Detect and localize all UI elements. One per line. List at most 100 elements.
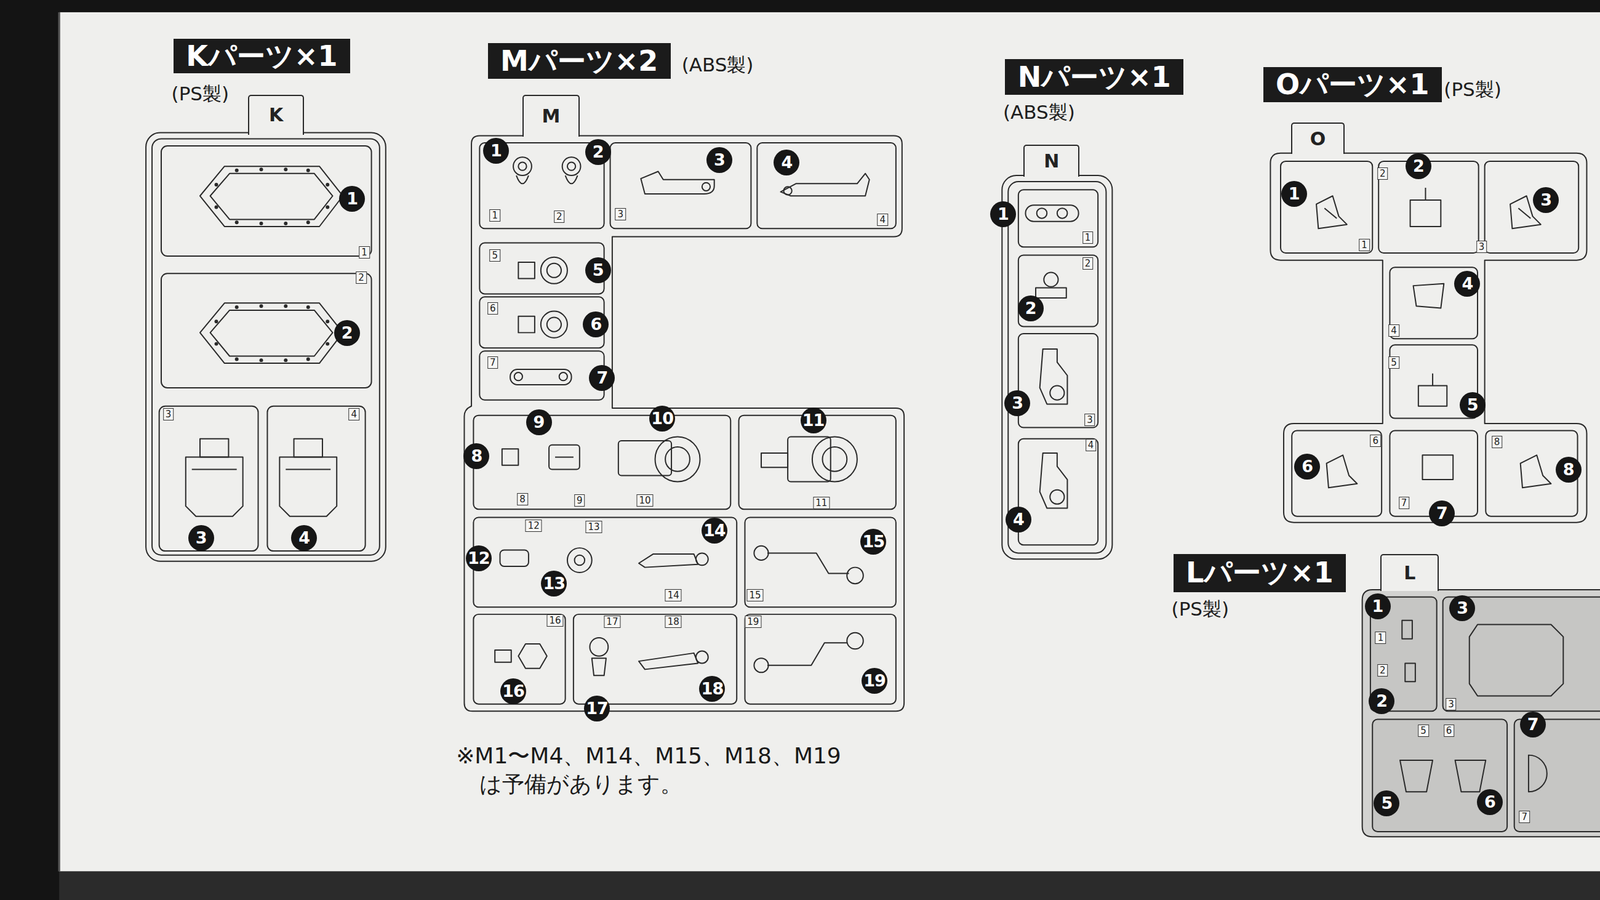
part-k2 xyxy=(306,305,311,309)
runner-o xyxy=(1484,161,1580,253)
gate-number: 2 xyxy=(1377,664,1389,677)
m-parts xyxy=(812,436,858,482)
callout-number: 1 xyxy=(339,185,365,212)
runner-k xyxy=(159,406,259,551)
runner-tab: N xyxy=(1023,144,1080,176)
callout-number: 15 xyxy=(860,528,887,555)
gate-number: 16 xyxy=(546,614,564,627)
part-k1 xyxy=(210,173,333,220)
m-parts xyxy=(822,446,847,472)
part-k1 xyxy=(283,221,288,226)
part-k1 xyxy=(306,168,311,173)
runner-tab: O xyxy=(1291,122,1346,154)
l-parts xyxy=(1528,755,1548,792)
runner-m xyxy=(473,614,565,704)
m-parts xyxy=(567,547,592,573)
o-parts xyxy=(1410,200,1442,227)
callout-number: 7 xyxy=(1520,711,1546,738)
m-parts xyxy=(761,452,788,468)
part-k2 xyxy=(200,302,343,364)
gate-number: 8 xyxy=(516,492,528,506)
m-parts xyxy=(500,549,529,567)
runner-o xyxy=(1270,153,1587,523)
sheet-ground xyxy=(59,871,1600,900)
gate-number: 5 xyxy=(489,249,501,262)
callout-number: 11 xyxy=(800,407,827,434)
m-parts xyxy=(494,156,870,676)
callout-number: 4 xyxy=(1005,506,1032,533)
heading-text: Lパーツ×1 xyxy=(1185,553,1334,592)
part-k1 xyxy=(214,182,219,187)
gate-number: 5 xyxy=(1417,724,1429,737)
callout-number: 1 xyxy=(1364,593,1391,620)
m-parts xyxy=(592,657,607,676)
n-parts xyxy=(1036,208,1048,219)
gate-number: 18 xyxy=(665,615,682,628)
runner-m xyxy=(756,142,896,229)
part-k3 xyxy=(192,468,237,470)
m-parts xyxy=(494,649,512,663)
gate-number: 4 xyxy=(877,213,889,226)
callout-number: 2 xyxy=(1405,153,1432,180)
m-parts xyxy=(665,446,690,472)
m-parts xyxy=(753,657,768,672)
sheet-heading: Lパーツ×1 xyxy=(1173,553,1346,592)
callout-number: 7 xyxy=(1428,500,1455,527)
m-parts xyxy=(787,436,831,482)
part-k4 xyxy=(294,438,323,458)
gate-number: 6 xyxy=(1369,434,1381,447)
callout-number: 16 xyxy=(500,678,527,704)
gate-number: 17 xyxy=(603,615,621,628)
runner-o xyxy=(1291,430,1382,517)
runner-tab: M xyxy=(522,94,580,137)
callout-number: 3 xyxy=(1532,187,1559,213)
o-parts xyxy=(1316,195,1348,229)
callout-number: 13 xyxy=(540,570,567,597)
n-parts xyxy=(1043,272,1058,287)
runner-o xyxy=(1270,153,1587,523)
part-k1 xyxy=(325,205,330,210)
runner-n xyxy=(1001,175,1112,559)
m-parts xyxy=(565,175,578,184)
m-parts xyxy=(846,632,864,650)
gate-number: 7 xyxy=(1519,810,1531,823)
gate-number: 2 xyxy=(1082,257,1094,270)
m-parts xyxy=(767,552,850,573)
o-parts xyxy=(1413,283,1445,309)
runner-tab: L xyxy=(1380,553,1439,591)
m-parts xyxy=(655,436,701,482)
m-parts xyxy=(589,637,608,656)
part-k2 xyxy=(325,342,330,346)
gate-number: 6 xyxy=(487,302,499,315)
n-parts xyxy=(1035,287,1067,298)
part-k2 xyxy=(210,310,333,357)
part-k1 xyxy=(283,167,288,172)
callout-number: 4 xyxy=(773,149,800,176)
callout-number: 2 xyxy=(585,139,612,165)
m-parts xyxy=(514,372,523,381)
o-parts xyxy=(1324,208,1337,219)
sheet-heading: Mパーツ×2 xyxy=(488,43,671,79)
part-k2 xyxy=(235,305,239,309)
part-k4 xyxy=(279,438,337,517)
m-parts xyxy=(846,567,864,584)
o-parts xyxy=(1422,454,1453,480)
callout-number: 3 xyxy=(1004,390,1031,416)
gate-number: 3 xyxy=(1445,697,1457,711)
callout-number: 4 xyxy=(291,524,317,551)
n-parts xyxy=(1025,204,1079,222)
m-parts xyxy=(540,257,568,284)
gate-number: 13 xyxy=(585,520,603,533)
gate-number: 3 xyxy=(1476,240,1488,253)
o-parts xyxy=(1316,187,1551,488)
m-parts xyxy=(780,173,869,196)
gate-number: 6 xyxy=(1443,724,1455,737)
callout-number: 4 xyxy=(1454,270,1480,297)
material-note: (PS製) xyxy=(171,81,230,106)
part-k2 xyxy=(325,319,330,324)
gate-number: 1 xyxy=(1082,231,1094,244)
m-parts xyxy=(547,317,562,332)
m-parts xyxy=(638,652,698,670)
l-parts xyxy=(1400,620,1564,792)
